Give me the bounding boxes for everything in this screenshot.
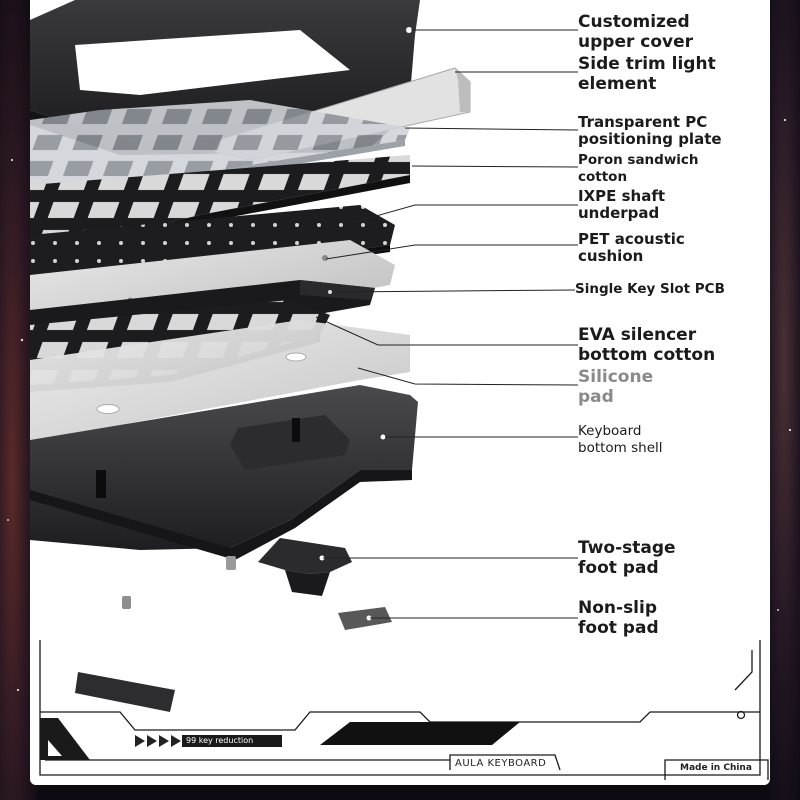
- label-poron-cotton: Poron sandwich cotton: [578, 152, 699, 185]
- hud-frame: [39, 640, 769, 780]
- footer-origin-text: Made in China: [680, 763, 752, 773]
- silicone-pad-part: [30, 320, 410, 440]
- hud-decor: [40, 718, 520, 760]
- foot-strip-part: [75, 672, 175, 712]
- label-two-stage-foot-pad: Two-stage foot pad: [578, 538, 676, 578]
- bottom-shell-part: [30, 385, 418, 560]
- leader-lines: [315, 29, 579, 619]
- non-slip-foot-pad-part: [338, 607, 392, 630]
- label-ixpe-underpad: IXPE shaft underpad: [578, 187, 666, 223]
- label-bottom-shell: Keyboard bottom shell: [578, 423, 663, 456]
- screws-part: [122, 556, 236, 609]
- label-upper-cover: Customized upper cover: [578, 12, 694, 52]
- footer-reduction-text: 99 key reduction: [186, 736, 254, 745]
- two-stage-foot-pad-part: [258, 538, 352, 596]
- label-silicone-pad: Silicone pad: [578, 367, 654, 407]
- label-pc-plate: Transparent PC positioning plate: [578, 113, 722, 149]
- label-non-slip-foot-pad: Non-slip foot pad: [578, 598, 659, 638]
- label-pcb: Single Key Slot PCB: [575, 281, 725, 297]
- label-eva-cotton: EVA silencer bottom cotton: [578, 325, 716, 365]
- footer-brand-text: AULA KEYBOARD: [455, 758, 547, 769]
- label-side-trim-light: Side trim light element: [578, 54, 716, 94]
- label-pet-cushion: PET acoustic cushion: [578, 230, 685, 266]
